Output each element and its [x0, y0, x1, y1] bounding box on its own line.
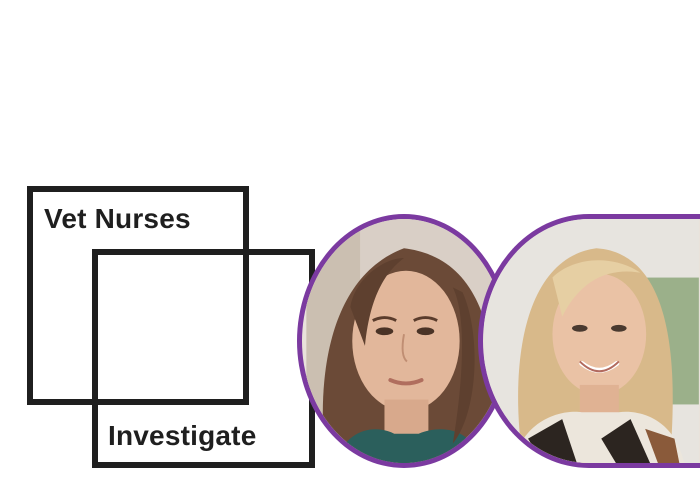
- portrait-2-image: [484, 219, 699, 463]
- logo-text-top: Vet Nurses: [44, 203, 191, 234]
- logo-text-bottom: Investigate: [108, 420, 257, 451]
- portrait-photo-1: [297, 214, 511, 468]
- portrait-photo-2: [478, 214, 700, 468]
- portrait-1-image: [306, 219, 502, 463]
- logo-square-top: [27, 186, 249, 405]
